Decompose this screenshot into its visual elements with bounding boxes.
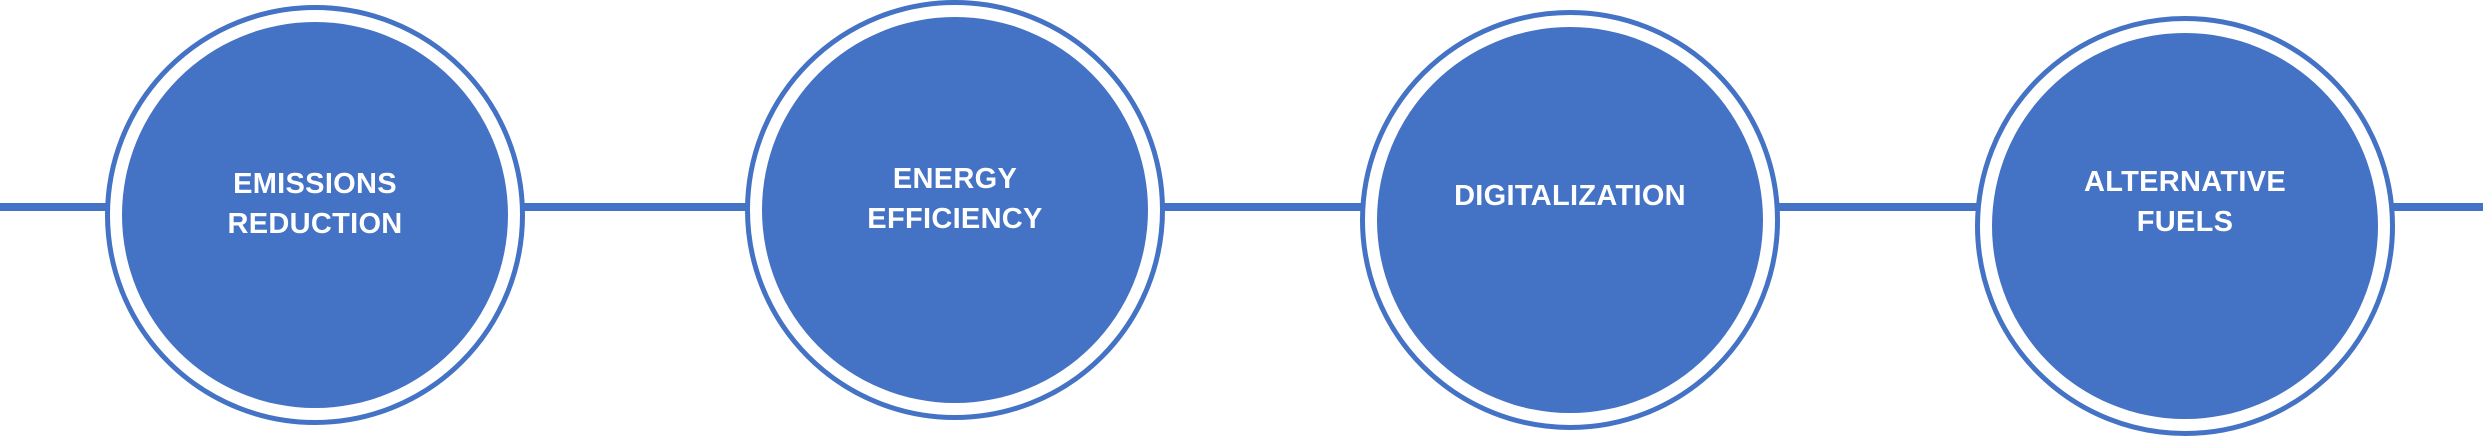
connector-line-1-2: [515, 203, 755, 211]
step-circle-alternative-fuels: ALTERNATIVE FUELS: [1975, 16, 2395, 436]
connector-line-2-3: [1150, 203, 1370, 211]
step-label: EMISSIONS REDUCTION: [227, 168, 403, 240]
step-label: ALTERNATIVE FUELS: [2084, 166, 2286, 238]
step-circle-energy-efficiency: ENERGY EFFICIENCY: [745, 0, 1165, 420]
step-label: ENERGY EFFICIENCY: [867, 163, 1043, 235]
step-circle-fill: EMISSIONS REDUCTION: [122, 22, 508, 408]
step-circle-fill: ALTERNATIVE FUELS: [1992, 33, 2378, 419]
step-circle-fill: DIGITALIZATION: [1377, 27, 1763, 413]
step-circle-fill: ENERGY EFFICIENCY: [762, 17, 1148, 403]
step-circle-emissions-reduction: EMISSIONS REDUCTION: [105, 5, 525, 425]
connector-line-3-4: [1765, 203, 1985, 211]
connector-line-end: [2380, 203, 2483, 211]
connector-line-start: [0, 203, 120, 211]
step-label: DIGITALIZATION: [1454, 180, 1686, 212]
step-circle-digitalization: DIGITALIZATION: [1360, 10, 1780, 430]
